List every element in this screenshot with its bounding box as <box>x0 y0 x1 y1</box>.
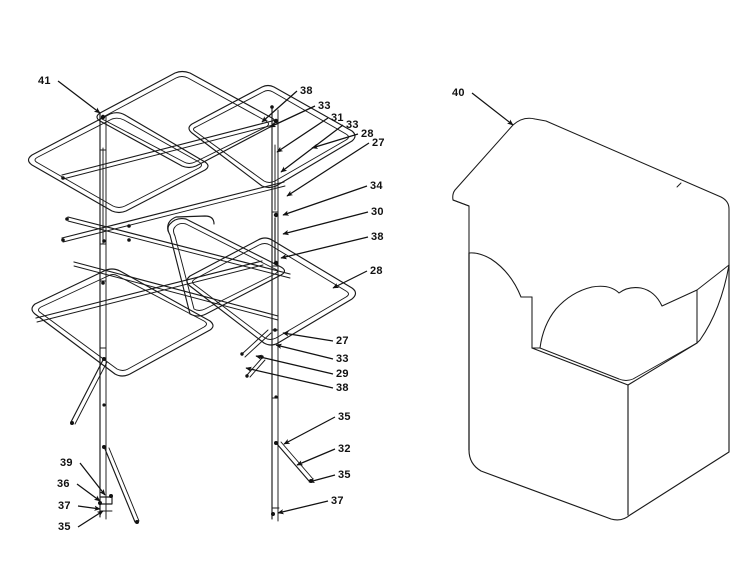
callout-leader-35 <box>77 510 104 528</box>
left-vertical-post <box>99 112 107 520</box>
reference-numeral-37: 37 <box>58 500 71 512</box>
reference-numeral-40: 40 <box>452 87 465 99</box>
callout-leader-41 <box>57 80 101 114</box>
callout-leader-35 <box>283 416 336 445</box>
callout-leader-27 <box>286 142 370 197</box>
frame-joint-dots <box>61 105 279 449</box>
reference-numeral-31: 31 <box>331 112 344 124</box>
callout-leader-30 <box>282 211 369 236</box>
callout-leader-34 <box>282 185 368 216</box>
callout-leader-38 <box>245 366 334 389</box>
callout-leader-28 <box>332 270 368 289</box>
leg-left-lower <box>104 447 140 524</box>
reference-numeral-37: 37 <box>331 495 344 507</box>
callout-leader-27 <box>282 331 334 342</box>
reference-numeral-27: 27 <box>336 335 349 347</box>
leg-left-upper <box>70 359 108 425</box>
reference-numeral-29: 29 <box>336 368 349 380</box>
reference-numeral-33: 33 <box>336 353 349 365</box>
callout-leader-33 <box>269 105 316 128</box>
reference-numeral-34: 34 <box>370 180 383 192</box>
diagonal-brace-lower-b <box>73 261 279 321</box>
callout-leader-37 <box>77 505 101 511</box>
middle-hoop-arc <box>167 215 215 232</box>
diagonal-brace-lower-a <box>35 260 264 323</box>
callout-leader-39 <box>79 462 106 496</box>
callout-leader-layer <box>57 80 514 528</box>
callout-leader-29 <box>255 354 334 375</box>
callout-leader-38 <box>280 236 369 260</box>
reference-numeral-28: 28 <box>361 128 374 140</box>
reference-numeral-38: 38 <box>371 231 384 243</box>
callout-leader-28 <box>311 133 359 149</box>
reference-numeral-33: 33 <box>318 100 331 112</box>
diagonal-brace-upper <box>61 119 278 180</box>
reference-numeral-35: 35 <box>58 521 71 533</box>
middle-small-hoop <box>167 217 286 317</box>
frame-assembly-group <box>27 70 357 524</box>
reference-numeral-32: 32 <box>338 443 351 455</box>
reference-numeral-30: 30 <box>371 206 384 218</box>
callout-leader-36 <box>76 483 101 502</box>
callout-leader-33 <box>275 343 334 360</box>
callout-leader-37 <box>277 500 329 515</box>
reference-numeral-39: 39 <box>60 457 73 469</box>
right-vertical-post <box>271 105 279 522</box>
reference-numeral-35: 35 <box>338 411 351 423</box>
callout-leader-31 <box>276 117 329 153</box>
upper-hoop-front <box>27 112 209 214</box>
diagonal-brace-mid-a <box>67 216 291 279</box>
reference-numeral-38: 38 <box>336 382 349 394</box>
reference-numeral-38: 38 <box>300 85 313 97</box>
callout-leader-32 <box>296 448 336 466</box>
reference-numeral-41: 41 <box>38 75 51 87</box>
upper-hoop-right <box>188 84 356 189</box>
reference-numeral-35: 35 <box>338 469 351 481</box>
lower-hoop-left <box>31 268 214 377</box>
fabric-cover-group <box>452 117 730 521</box>
leg-right-lower <box>276 441 314 483</box>
reference-numeral-36: 36 <box>57 478 70 490</box>
callout-leader-35 <box>308 474 336 484</box>
callout-leader-40 <box>471 92 514 126</box>
foot-bracket-right <box>271 507 280 516</box>
diagonal-brace-mid-b <box>61 181 286 243</box>
surface-tick-mark <box>676 182 682 188</box>
reference-numeral-33: 33 <box>346 119 359 131</box>
callout-leader-38 <box>261 90 298 123</box>
reference-numeral-27: 27 <box>372 137 385 149</box>
reference-numeral-28: 28 <box>370 265 383 277</box>
